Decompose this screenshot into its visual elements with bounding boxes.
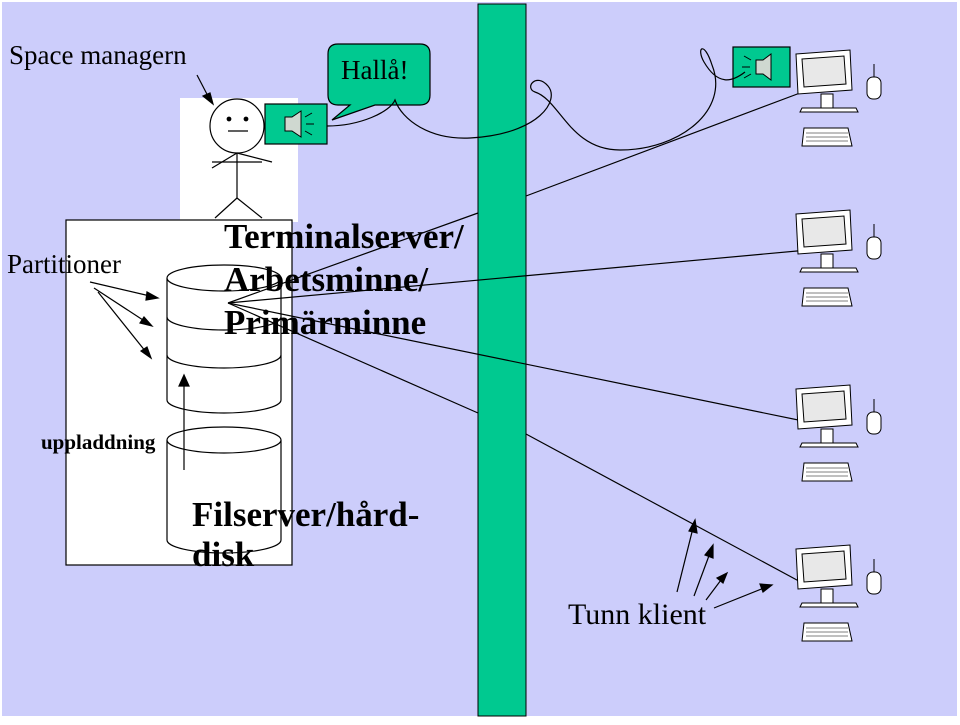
partition-arrows xyxy=(89,281,160,360)
terminal-server-label: Terminalserver/ Arbetsminne/ Primärminne xyxy=(224,215,524,344)
speaker-icon xyxy=(264,103,328,145)
desktop-computer-icon xyxy=(795,384,882,482)
partitions-label: Partitioner xyxy=(7,249,121,279)
terminal-label-line-2: Arbetsminne/ xyxy=(224,260,429,299)
desktop-computer-icon xyxy=(795,49,882,147)
file-label-line-1: Filserver/hård- xyxy=(192,495,420,534)
thin-client-arrows xyxy=(676,518,774,609)
space-manager-arrow xyxy=(196,74,215,106)
upload-arrow xyxy=(178,373,190,470)
network-lines xyxy=(227,89,809,587)
terminal-label-line-1: Terminalserver/ xyxy=(224,217,464,256)
upload-label: uppladdning xyxy=(41,430,156,454)
file-label-line-2: disk xyxy=(192,535,255,574)
speaker-icon xyxy=(732,46,791,88)
thin-client-computers xyxy=(795,49,882,642)
speech-bubble xyxy=(327,43,431,121)
desktop-computer-icon xyxy=(795,544,882,642)
desktop-computer-icon xyxy=(795,209,882,307)
network-bar xyxy=(477,3,527,717)
hard-disk-cylinder xyxy=(166,426,282,554)
terminal-label-line-3: Primärminne xyxy=(224,303,427,342)
primary-memory-cylinder xyxy=(166,264,282,414)
audio-cable xyxy=(326,48,746,151)
speech-text: Hallå! xyxy=(341,55,409,85)
stick-figure-icon xyxy=(209,98,273,219)
thin-client-label: Tunn klient xyxy=(568,598,707,631)
file-server-label: Filserver/hård- disk xyxy=(192,495,452,575)
space-manager-label: Space managern xyxy=(9,40,187,70)
